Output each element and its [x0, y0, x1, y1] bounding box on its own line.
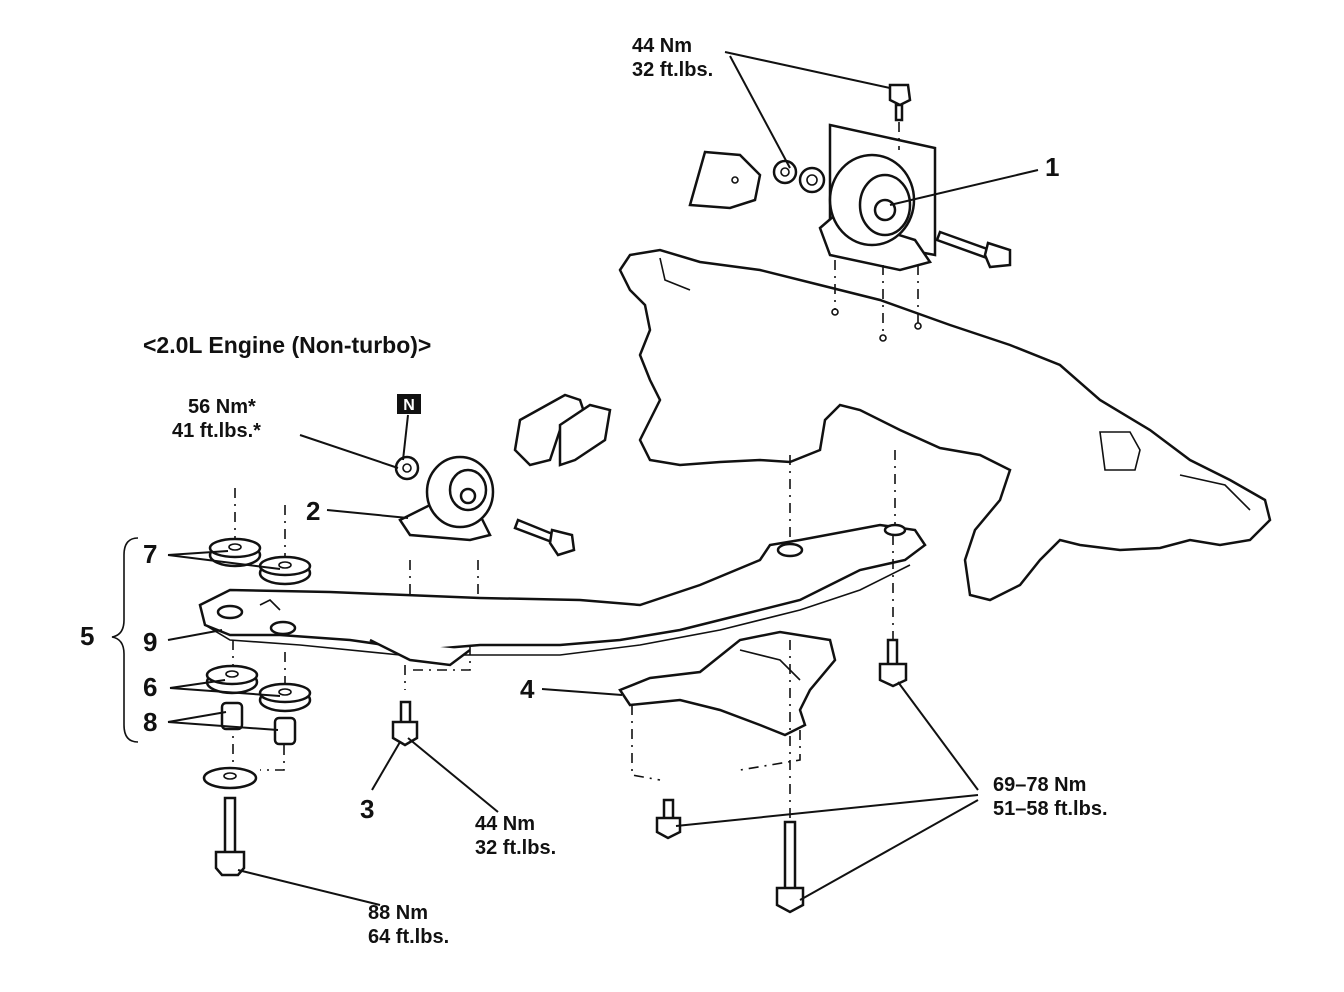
torque-bolt69-nm: 69–78 Nm: [993, 774, 1086, 796]
top-bolt: [888, 83, 912, 150]
center-lines: [232, 450, 896, 820]
callout-4: 4: [520, 674, 535, 704]
torque-mount2-nm: 56 Nm*: [188, 396, 256, 418]
bracket-group-5: [111, 537, 139, 743]
through-bolt-2: [513, 518, 576, 557]
washer-bottom: [202, 766, 258, 790]
bolt-rear-long: [775, 820, 805, 914]
torque-mount2-ft: 41 ft.lbs.*: [172, 420, 261, 442]
bracket-4: [618, 630, 837, 781]
bolt-right: [878, 638, 908, 688]
svg-text:N: N: [403, 397, 415, 414]
through-bolt-1: [935, 230, 1012, 269]
torque-bolt3-nm: 44 Nm: [475, 813, 535, 835]
bolt-3: [391, 700, 419, 747]
callout-7: 7: [143, 539, 157, 569]
torque-bolt3-ft: 32 ft.lbs.: [475, 837, 556, 859]
bolt-rear-left: [655, 798, 682, 840]
engine-mount-2: [394, 455, 495, 542]
nut-washer-pair: [772, 159, 826, 194]
bushing-upper-7b: [258, 555, 312, 586]
torque-bolt69-ft: 51–58 ft.lbs.: [993, 798, 1108, 820]
callout-6: 6: [143, 672, 157, 702]
bolt-88nm: [214, 796, 246, 877]
callout-2: 2: [306, 496, 320, 526]
collar-8b: [273, 716, 297, 746]
collar-8a: [220, 701, 244, 731]
diagram-title: <2.0L Engine (Non-turbo)>: [143, 332, 431, 358]
torque-top-ft: 32 ft.lbs.: [632, 59, 713, 81]
bushing-lower-6b: [258, 682, 312, 713]
torque-bolt88-nm: 88 Nm: [368, 902, 428, 924]
bushing-lower-6a: [205, 664, 259, 695]
badge-n: N: [397, 394, 421, 414]
leader-lines: [167, 51, 1039, 906]
callout-5: 5: [80, 621, 94, 651]
engine-mount-1: [818, 123, 937, 342]
bushing-upper-7a: [208, 537, 262, 568]
callout-1: 1: [1045, 152, 1059, 182]
torque-top-nm: 44 Nm: [632, 35, 692, 57]
bracket-middle: [513, 393, 612, 467]
callout-3: 3: [360, 794, 374, 824]
torque-bolt88-ft: 64 ft.lbs.: [368, 926, 449, 948]
bracket-upper-left: [688, 150, 762, 210]
engine-outline: [618, 248, 1272, 602]
callout-9: 9: [143, 627, 157, 657]
centermember-9: [198, 523, 927, 667]
callout-8: 8: [143, 707, 157, 737]
